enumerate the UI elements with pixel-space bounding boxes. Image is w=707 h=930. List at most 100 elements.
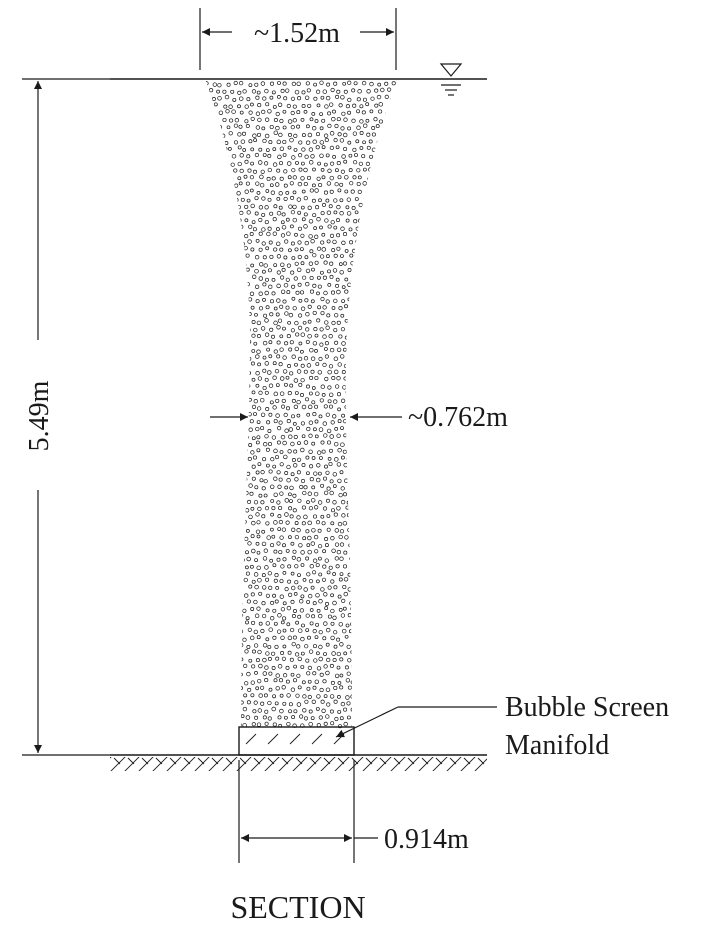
bubble	[368, 615, 373, 619]
bubble	[359, 146, 364, 150]
bubble	[339, 138, 345, 143]
bubble	[294, 247, 299, 252]
bubble	[323, 664, 328, 669]
bubble	[318, 427, 324, 432]
bubble	[247, 456, 252, 461]
bubble	[245, 715, 251, 720]
bubble	[297, 152, 303, 158]
bubble	[391, 197, 396, 202]
bubble	[394, 204, 398, 209]
bubble	[279, 334, 284, 339]
bubble	[225, 543, 231, 548]
bubble	[300, 332, 306, 337]
bubble	[362, 97, 367, 102]
bubble	[350, 377, 355, 382]
bubble	[230, 592, 235, 597]
bubble	[250, 161, 254, 166]
bubble	[272, 375, 277, 380]
bubble	[345, 390, 350, 395]
bubble	[385, 629, 390, 634]
bubble	[296, 110, 301, 115]
bubble	[275, 383, 280, 388]
bubble	[322, 421, 328, 426]
bubble	[361, 442, 366, 447]
bubble	[346, 644, 351, 649]
bubble	[383, 398, 388, 403]
bubble	[294, 534, 300, 540]
manifold-leader	[335, 706, 497, 738]
bubble	[297, 628, 303, 633]
bubble	[390, 354, 395, 359]
bubble	[217, 139, 223, 144]
bubble	[293, 276, 298, 281]
bubble	[282, 543, 286, 548]
bubble	[233, 454, 239, 460]
bubble	[256, 635, 261, 640]
bubble	[280, 233, 286, 238]
bubble	[240, 255, 246, 261]
bubble	[371, 724, 376, 729]
bubble	[251, 579, 256, 584]
bubble	[344, 665, 349, 670]
bubble	[380, 260, 385, 265]
bubble	[357, 233, 363, 239]
bubble	[334, 427, 339, 431]
bubble	[248, 224, 253, 229]
bubble	[222, 407, 227, 412]
bubble	[342, 584, 347, 590]
bubble	[276, 440, 281, 445]
bubble	[338, 334, 343, 339]
bubble	[362, 140, 366, 145]
bubble	[366, 404, 372, 409]
bubble	[378, 349, 383, 354]
bubble	[386, 520, 391, 525]
bubble	[336, 392, 342, 397]
bubble	[235, 277, 240, 282]
bubble	[395, 478, 398, 483]
bubble	[258, 621, 263, 626]
bubble	[379, 145, 384, 150]
bubble	[346, 355, 352, 360]
bubble	[274, 599, 279, 604]
bubble	[371, 657, 375, 662]
bubble	[394, 177, 398, 182]
bubble	[233, 140, 239, 145]
bubble	[284, 485, 289, 490]
bubble	[288, 434, 293, 439]
bubble	[255, 299, 260, 304]
bubble	[224, 312, 229, 317]
bubble	[325, 627, 331, 633]
bubble	[220, 694, 226, 699]
bubble	[352, 594, 357, 599]
bubble	[261, 109, 266, 115]
bubble	[330, 220, 335, 225]
bubble	[313, 471, 318, 476]
bubble	[377, 672, 383, 677]
bubble	[251, 664, 256, 669]
bubble	[256, 448, 261, 453]
bubble	[255, 686, 260, 691]
bubble	[307, 694, 312, 700]
bubble	[241, 463, 247, 468]
bubble	[312, 183, 316, 188]
bubble	[227, 577, 233, 582]
bubble	[347, 268, 352, 272]
bubble	[370, 671, 376, 676]
bubble	[256, 606, 261, 611]
bubble	[391, 541, 396, 546]
bubble	[393, 246, 398, 251]
bubble	[384, 326, 388, 330]
bubble	[214, 407, 219, 412]
bubble	[389, 556, 395, 562]
bubble	[359, 464, 364, 469]
bubble	[349, 556, 354, 561]
bubble	[364, 464, 369, 469]
bubble	[379, 363, 384, 368]
bubble	[388, 103, 393, 109]
bubble	[363, 645, 368, 650]
bubble	[303, 485, 308, 490]
bubble	[219, 182, 224, 187]
bubble	[230, 305, 235, 310]
bubble	[338, 492, 343, 498]
bubble	[363, 413, 368, 418]
